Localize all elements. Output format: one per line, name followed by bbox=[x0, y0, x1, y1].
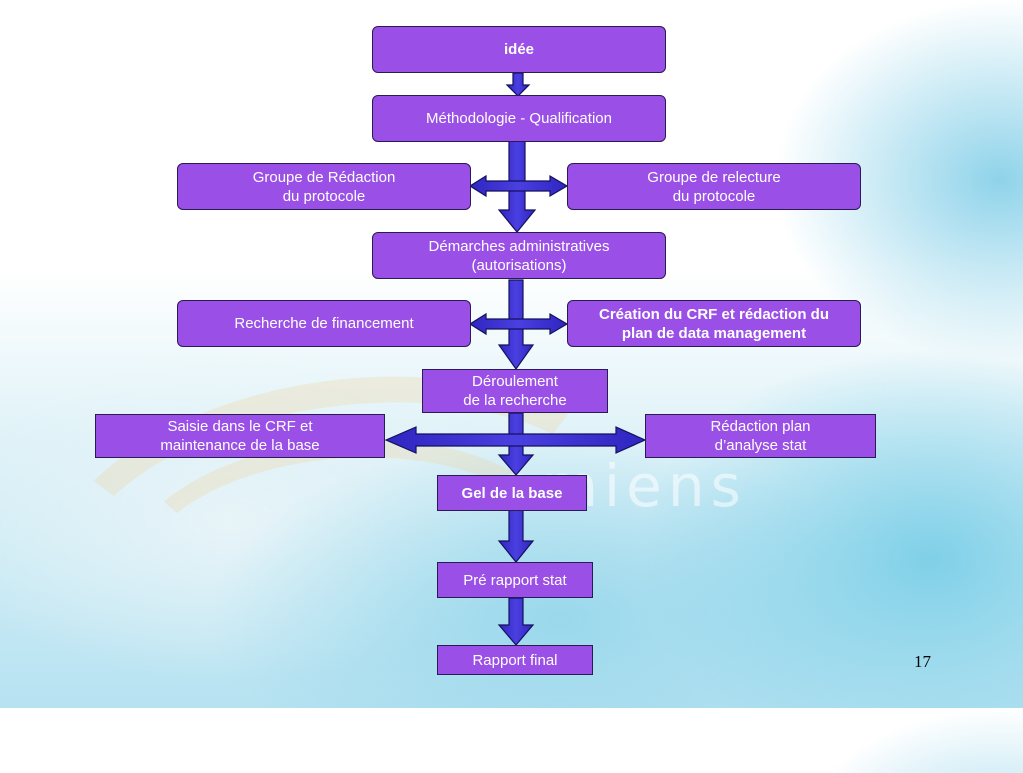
node-saisie-crf: Saisie dans le CRF et maintenance de la … bbox=[95, 414, 385, 458]
node-gel-base: Gel de la base bbox=[437, 475, 587, 511]
node-groupe-redaction: Groupe de Rédaction du protocole bbox=[177, 163, 471, 210]
node-creation-crf: Création du CRF et rédaction du plan de … bbox=[567, 300, 861, 347]
arrow-gel-prerapport bbox=[497, 509, 535, 563]
arrow-idee-methodologie bbox=[505, 72, 531, 97]
node-methodologie: Méthodologie - Qualification bbox=[372, 95, 666, 142]
node-deroulement: Déroulement de la recherche bbox=[422, 369, 608, 413]
node-redaction-plan: Rédaction plan d’analyse stat bbox=[645, 414, 876, 458]
arrow-prerapport-rapportfinal bbox=[497, 597, 535, 646]
node-idee: idée bbox=[372, 26, 666, 73]
node-rapport-final: Rapport final bbox=[437, 645, 593, 675]
node-demarches: Démarches administratives (autorisations… bbox=[372, 232, 666, 279]
node-recherche-financement: Recherche de financement bbox=[177, 300, 471, 347]
node-pre-rapport: Pré rapport stat bbox=[437, 562, 593, 598]
page-number: 17 bbox=[914, 652, 931, 671]
node-groupe-relecture: Groupe de relecture du protocole bbox=[567, 163, 861, 210]
